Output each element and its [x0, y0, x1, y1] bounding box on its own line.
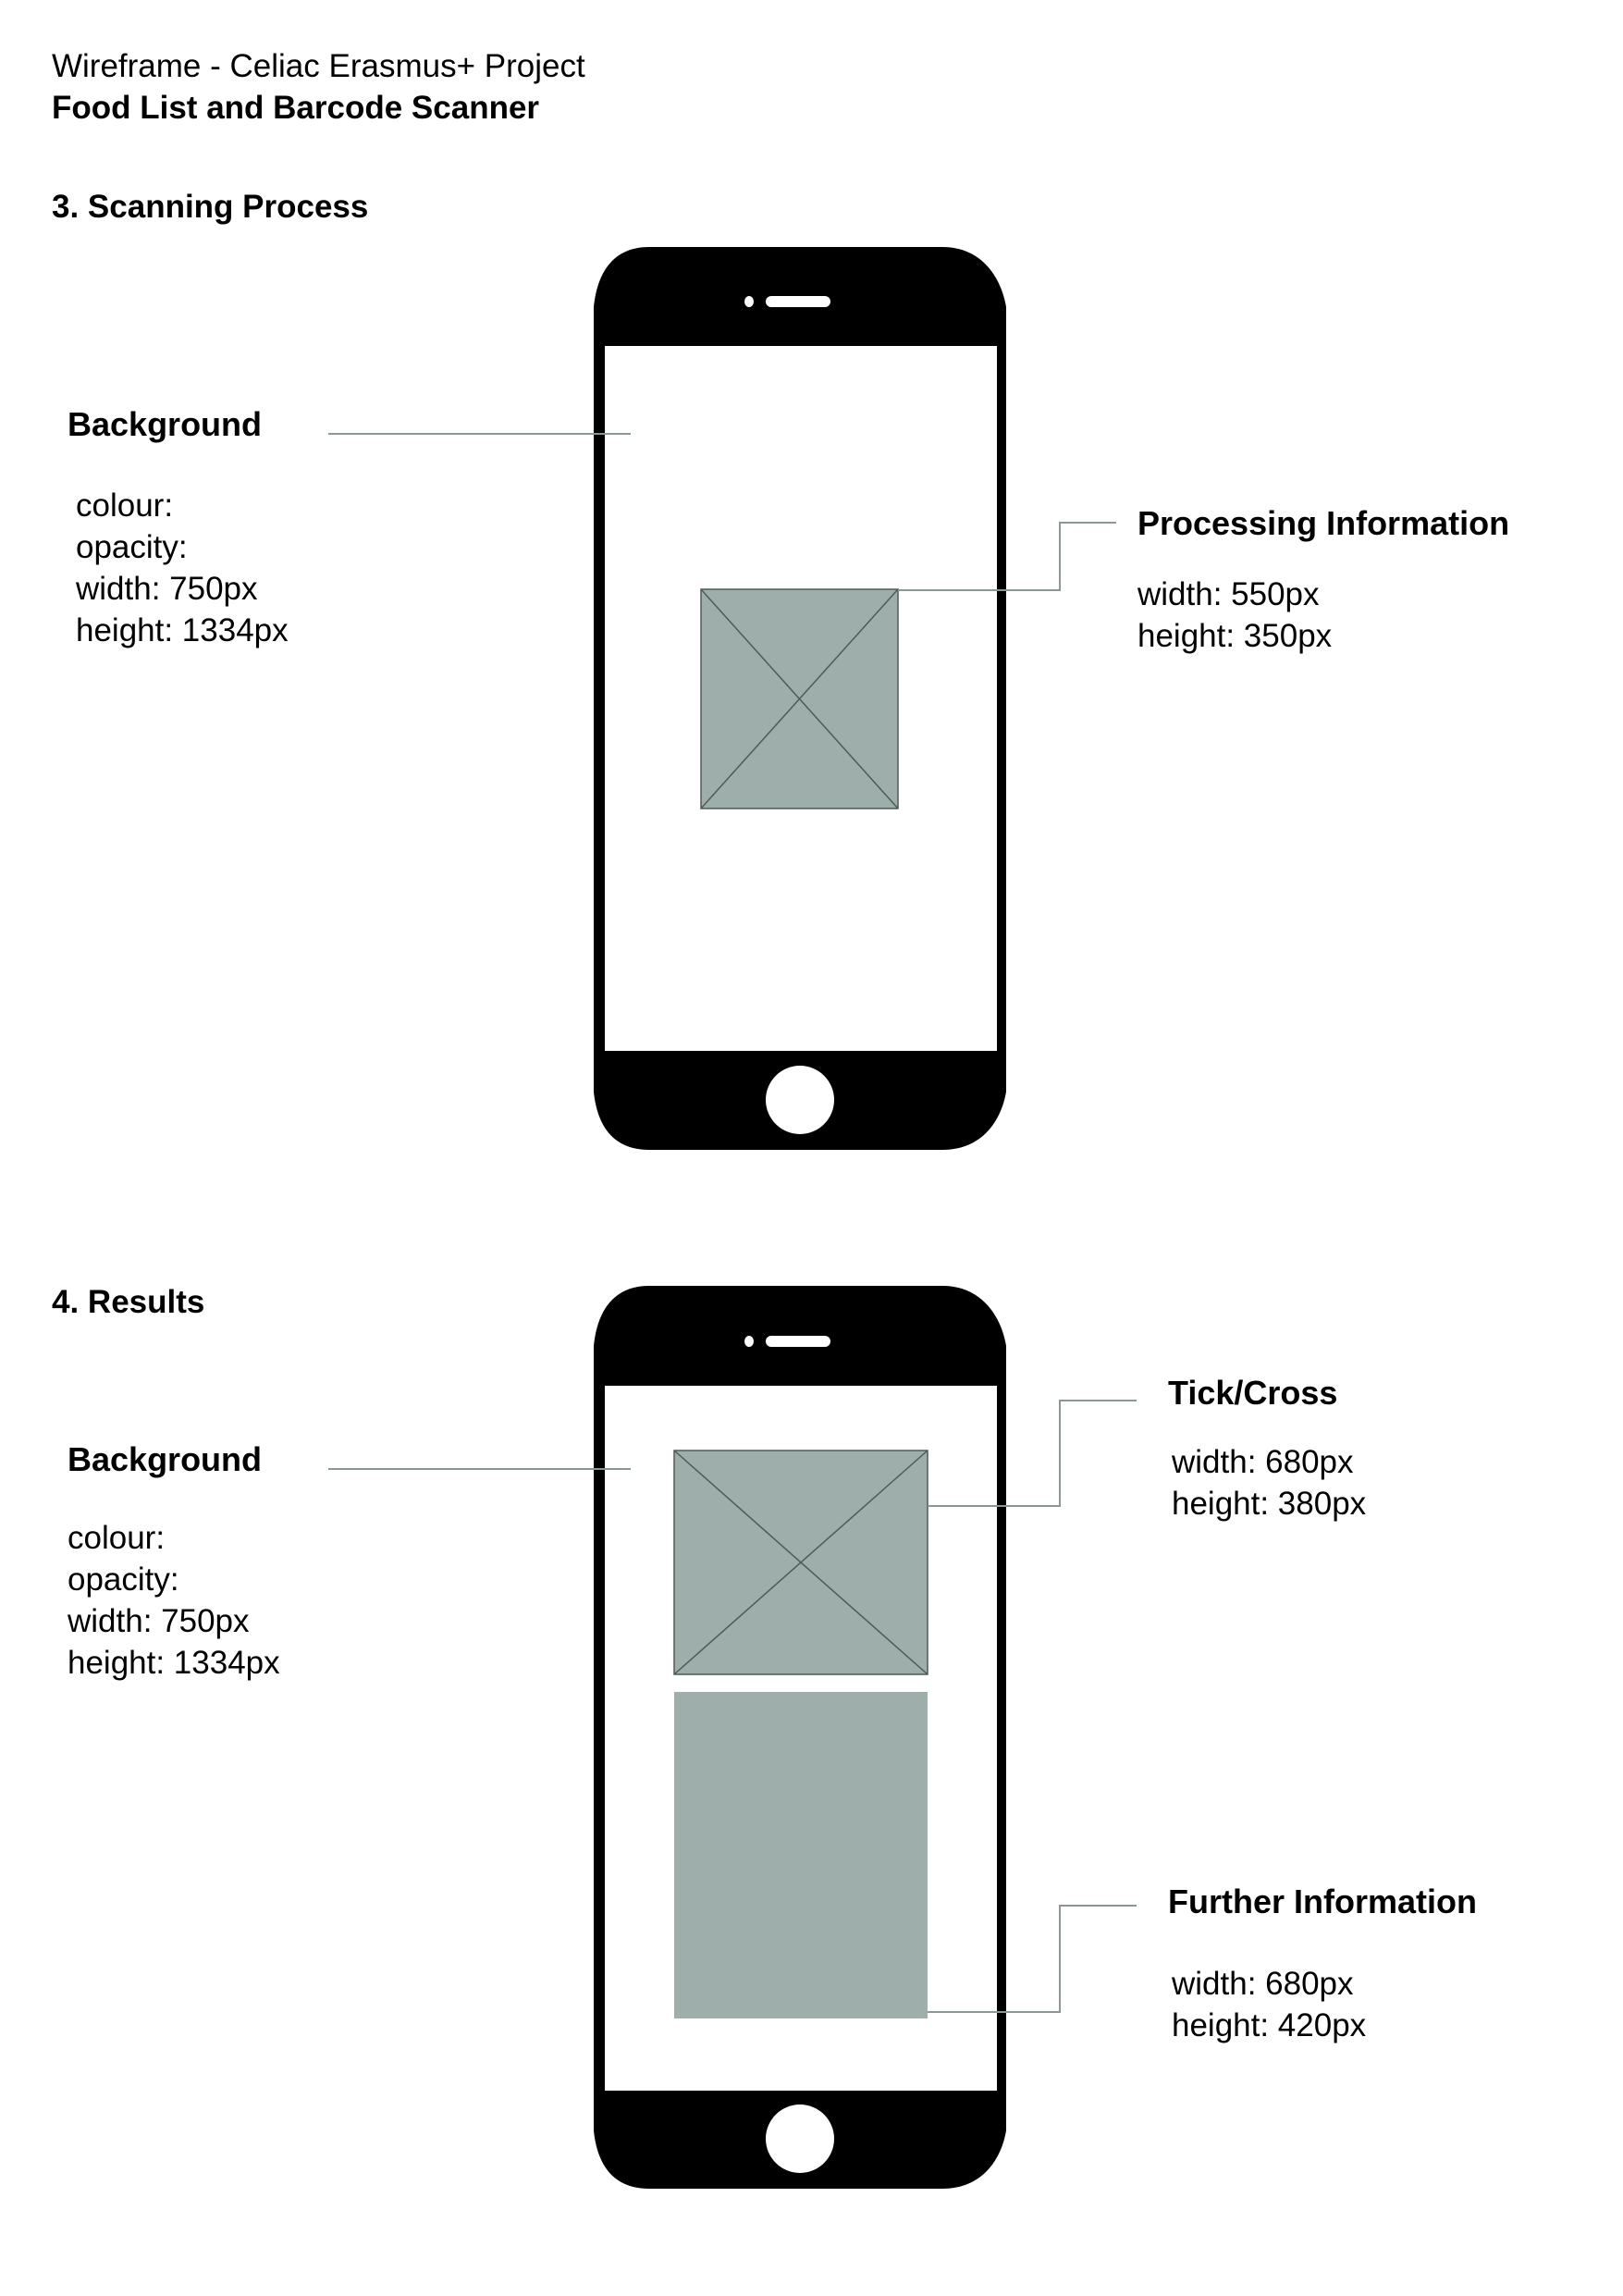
annotation-title-background: Background	[68, 1440, 263, 1478]
leader-lines-results	[328, 1400, 1137, 2013]
annotation-title-further-information: Further Information	[1168, 1882, 1477, 1920]
annotation-specs-tick-cross: width: 680px height: 380px	[1172, 1441, 1366, 1524]
spec-height: height: 380px	[1172, 1486, 1367, 1522]
spec-width: width: 750px	[76, 571, 258, 607]
spec-width: width: 680px	[1172, 1966, 1354, 2002]
annotation-title-background: Background	[68, 405, 263, 443]
tick-cross-placeholder	[673, 1450, 928, 1675]
phone-camera	[744, 296, 754, 307]
spec-height: height: 350px	[1137, 618, 1333, 654]
spec-width: width: 550px	[1137, 576, 1320, 612]
leader-line-tick-cross	[928, 1400, 1137, 1507]
leader-line-processing-information	[898, 522, 1116, 591]
annotation-specs-processing-information: width: 550px height: 350px	[1137, 574, 1332, 657]
spec-height: height: 420px	[1172, 2007, 1367, 2043]
spec-height: height: 1334px	[76, 612, 289, 648]
section-heading-results: 4. Results	[52, 1284, 205, 1320]
spec-width: width: 750px	[68, 1603, 250, 1639]
project-title: Wireframe - Celiac Erasmus+ Project	[52, 48, 585, 84]
phone-home-button	[766, 1066, 834, 1134]
annotation-specs-further-information: width: 680px height: 420px	[1172, 1963, 1366, 2046]
annotation-title-processing-information: Processing Information	[1137, 504, 1510, 542]
phone-home-button	[766, 2105, 834, 2173]
page-title: Food List and Barcode Scanner	[52, 90, 540, 126]
spec-opacity: opacity:	[68, 1562, 179, 1598]
further-information-placeholder	[674, 1692, 928, 2018]
processing-information-placeholder	[700, 588, 899, 809]
spec-colour: colour:	[76, 488, 174, 524]
spec-opacity: opacity:	[76, 529, 188, 565]
spec-width: width: 680px	[1172, 1444, 1354, 1480]
phone-speaker	[766, 296, 830, 307]
annotation-specs-background: colour: opacity: width: 750px height: 13…	[76, 485, 289, 651]
leader-line-further-information	[928, 1905, 1137, 2013]
leader-lines-scanning	[328, 433, 1116, 591]
annotation-specs-background: colour: opacity: width: 750px height: 13…	[68, 1517, 280, 1684]
spec-colour: colour:	[68, 1520, 166, 1556]
spec-height: height: 1334px	[68, 1645, 280, 1681]
phone-camera	[744, 1336, 754, 1347]
annotation-title-tick-cross: Tick/Cross	[1168, 1374, 1338, 1412]
section-heading-scanning-process: 3. Scanning Process	[52, 189, 369, 225]
phone-speaker	[766, 1336, 830, 1347]
